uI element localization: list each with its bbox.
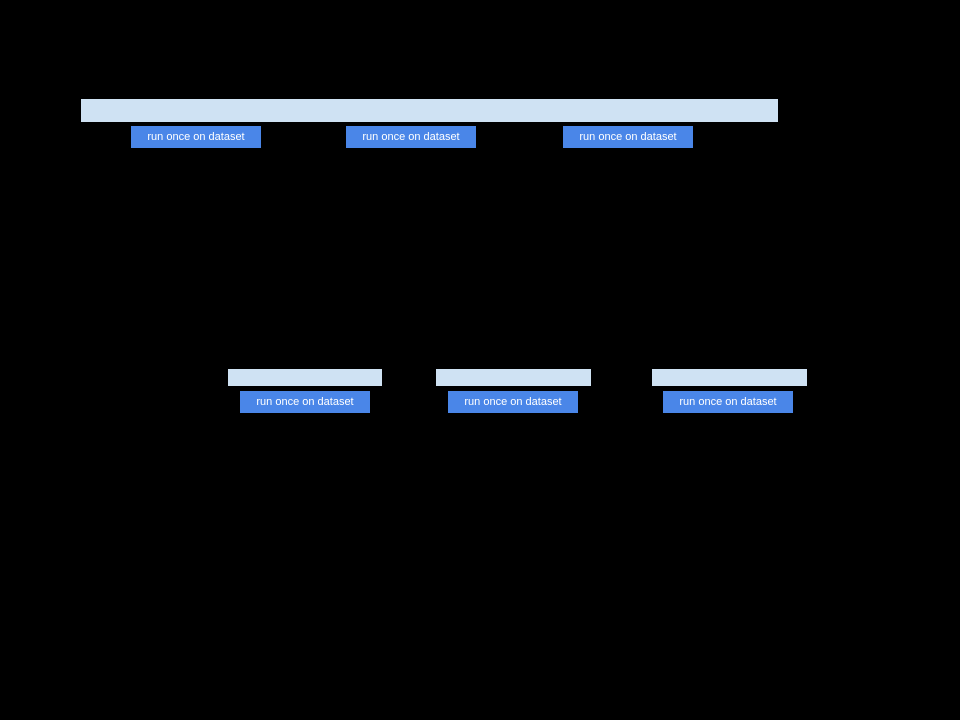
run-once-on-dataset-button-top-1[interactable]: run once on dataset <box>131 126 261 148</box>
run-once-on-dataset-button-middle-2[interactable]: run once on dataset <box>448 391 578 413</box>
run-once-on-dataset-button-top-3[interactable]: run once on dataset <box>563 126 693 148</box>
run-once-on-dataset-button-top-2[interactable]: run once on dataset <box>346 126 476 148</box>
top-pipeline-bar <box>81 99 778 122</box>
middle-pipeline-bar-3 <box>652 369 807 386</box>
run-once-on-dataset-button-middle-1[interactable]: run once on dataset <box>240 391 370 413</box>
middle-pipeline-bar-2 <box>436 369 591 386</box>
run-once-on-dataset-button-middle-3[interactable]: run once on dataset <box>663 391 793 413</box>
middle-pipeline-bar-1 <box>228 369 382 386</box>
